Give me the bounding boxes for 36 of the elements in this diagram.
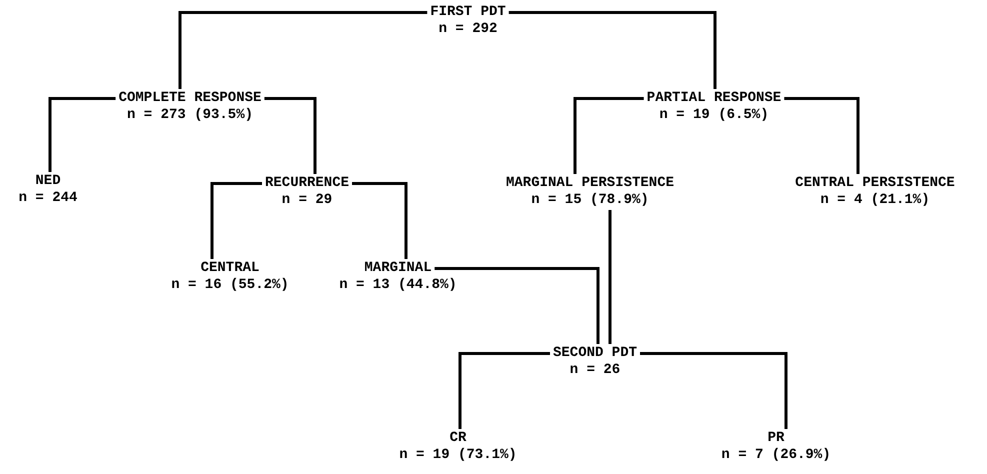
- connector-line: [264, 97, 316, 174]
- count-label: n = 26: [568, 362, 622, 379]
- count-label: n = 244: [18, 190, 78, 207]
- count-label: n = 292: [438, 21, 498, 38]
- node-title: PARTIAL RESPONSE: [646, 90, 782, 107]
- connector-line: [640, 352, 788, 429]
- node-title: CENTRAL PERSISTENCE: [794, 175, 956, 192]
- count-label: n = 7 (26.9%): [720, 447, 832, 464]
- connector-line: [784, 97, 860, 174]
- node-title: PR: [766, 430, 786, 447]
- count-label: n = 19 (6.5%): [658, 107, 770, 124]
- node-title: MARGINAL PERSISTENCE: [504, 175, 676, 192]
- node-title: CENTRAL: [200, 260, 260, 277]
- connector-line: [178, 11, 428, 89]
- connector-line: [458, 352, 550, 429]
- connector-line: [508, 11, 716, 89]
- count-label: n = 16 (55.2%): [170, 277, 290, 294]
- count-label: n = 273 (93.5%): [126, 107, 254, 124]
- count-label: n = 29: [280, 192, 334, 209]
- node-title: NED: [34, 173, 62, 190]
- node-title: RECURRENCE: [264, 175, 350, 192]
- count-label: n = 13 (44.8%): [338, 277, 458, 294]
- connector-line: [608, 210, 612, 344]
- count-label: n = 19 (73.1%): [398, 447, 518, 464]
- connector-line: [574, 97, 644, 174]
- count-label: n = 4 (21.1%): [819, 192, 931, 209]
- connector-line: [352, 182, 408, 259]
- connector-line: [434, 267, 600, 344]
- count-label: n = 15 (78.9%): [530, 192, 650, 209]
- connector-line: [48, 97, 116, 172]
- connector-line: [210, 182, 262, 259]
- node-title: MARGINAL: [363, 260, 433, 277]
- node-title: FIRST PDT: [429, 4, 507, 21]
- node-title: SECOND PDT: [552, 345, 638, 362]
- node-title: COMPLETE RESPONSE: [118, 90, 262, 107]
- node-title: CR: [448, 430, 468, 447]
